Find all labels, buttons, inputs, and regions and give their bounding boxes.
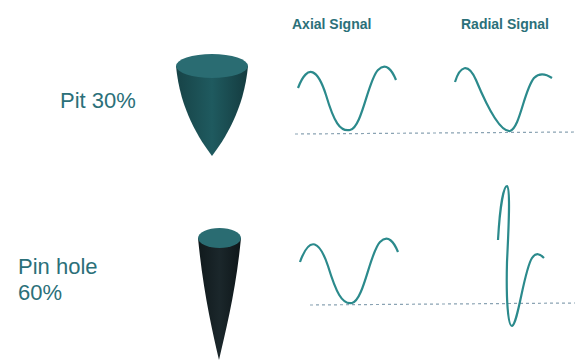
- depth-baseline: [295, 132, 575, 134]
- axial-signal-trace: [300, 239, 398, 303]
- pin-hole-shape: [198, 238, 241, 360]
- column-heading: Radial Signal: [461, 16, 549, 33]
- pit-opening: [176, 54, 248, 78]
- radial-signal-trace: [498, 186, 544, 326]
- column-heading: Axial Signal: [292, 16, 371, 33]
- defect-label: Pin hole 60%: [18, 254, 113, 307]
- pit-shape: [176, 66, 248, 156]
- defect-label: Pit 30%: [60, 88, 136, 114]
- pin-hole-opening: [198, 228, 241, 248]
- radial-signal-trace: [455, 68, 552, 131]
- axial-signal-trace: [298, 67, 396, 131]
